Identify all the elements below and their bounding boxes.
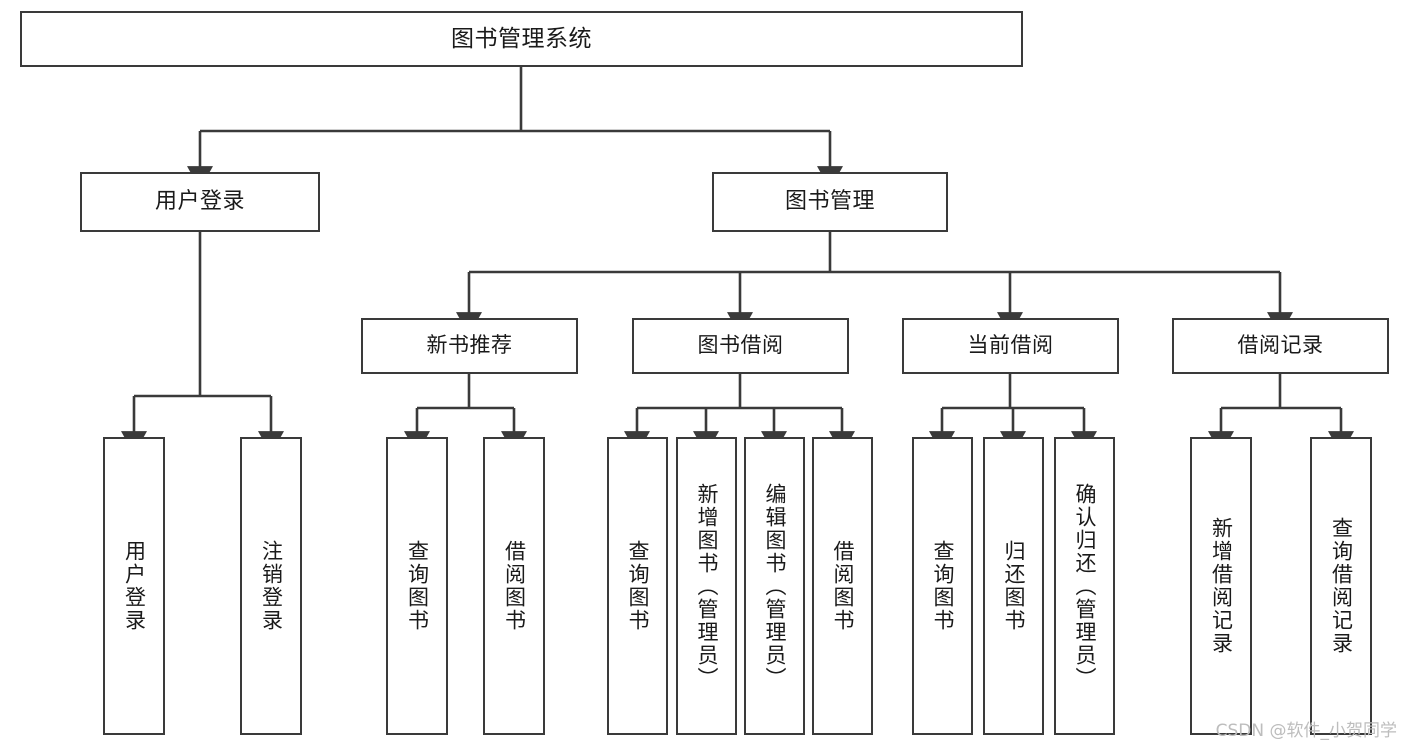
node-leaf-borrow-book-2[interactable]: 借阅图书 <box>812 437 873 735</box>
node-book-manage-label: 图书管理 <box>784 188 875 214</box>
node-leaf-query-book-1[interactable]: 查询图书 <box>386 437 448 735</box>
node-leaf-borrow-book-1-label: 借阅图书 <box>502 540 527 632</box>
node-book-borrow-label: 图书借阅 <box>697 333 784 358</box>
node-user-login-label: 用户登录 <box>154 188 245 214</box>
node-leaf-query-book-1-label: 查询图书 <box>405 540 430 632</box>
node-leaf-borrow-book-1[interactable]: 借阅图书 <box>483 437 545 735</box>
node-leaf-query-record-label: 查询借阅记录 <box>1329 517 1354 655</box>
node-book-manage[interactable]: 图书管理 <box>712 172 948 232</box>
node-leaf-return-book-label: 归还图书 <box>1002 540 1026 632</box>
node-leaf-return-book[interactable]: 归还图书 <box>983 437 1044 735</box>
node-leaf-logout-label: 注销登录 <box>259 540 284 632</box>
node-leaf-borrow-book-2-label: 借阅图书 <box>831 540 855 632</box>
node-leaf-logout[interactable]: 注销登录 <box>240 437 302 735</box>
node-book-borrow[interactable]: 图书借阅 <box>632 318 849 374</box>
node-borrow-record-label: 借阅记录 <box>1237 333 1324 358</box>
node-leaf-query-book-2-label: 查询图书 <box>626 540 650 632</box>
node-leaf-add-record[interactable]: 新增借阅记录 <box>1190 437 1252 735</box>
node-borrow-record[interactable]: 借阅记录 <box>1172 318 1389 374</box>
node-user-login[interactable]: 用户登录 <box>80 172 320 232</box>
node-leaf-add-record-label: 新增借阅记录 <box>1209 517 1234 655</box>
node-new-book-recommend-label: 新书推荐 <box>426 333 513 358</box>
node-leaf-edit-book[interactable]: 编辑图书（管理员） <box>744 437 805 735</box>
node-leaf-confirm-return-label: 确认归还（管理员） <box>1073 482 1097 690</box>
node-leaf-query-book-3-label: 查询图书 <box>931 540 955 632</box>
node-leaf-query-record[interactable]: 查询借阅记录 <box>1310 437 1372 735</box>
node-leaf-query-book-3[interactable]: 查询图书 <box>912 437 973 735</box>
node-leaf-query-book-2[interactable]: 查询图书 <box>607 437 668 735</box>
node-root-label: 图书管理系统 <box>451 25 592 52</box>
node-leaf-add-book-label: 新增图书（管理员） <box>695 482 719 690</box>
node-leaf-add-book[interactable]: 新增图书（管理员） <box>676 437 737 735</box>
node-leaf-user-login-label: 用户登录 <box>122 540 147 632</box>
node-leaf-user-login[interactable]: 用户登录 <box>103 437 165 735</box>
node-root[interactable]: 图书管理系统 <box>20 11 1023 67</box>
watermark: CSDN @软件_小贺同学 <box>1215 721 1397 741</box>
node-new-book-recommend[interactable]: 新书推荐 <box>361 318 578 374</box>
node-leaf-edit-book-label: 编辑图书（管理员） <box>763 482 787 690</box>
node-current-borrow-label: 当前借阅 <box>967 333 1054 358</box>
node-leaf-confirm-return[interactable]: 确认归还（管理员） <box>1054 437 1115 735</box>
node-current-borrow[interactable]: 当前借阅 <box>902 318 1119 374</box>
